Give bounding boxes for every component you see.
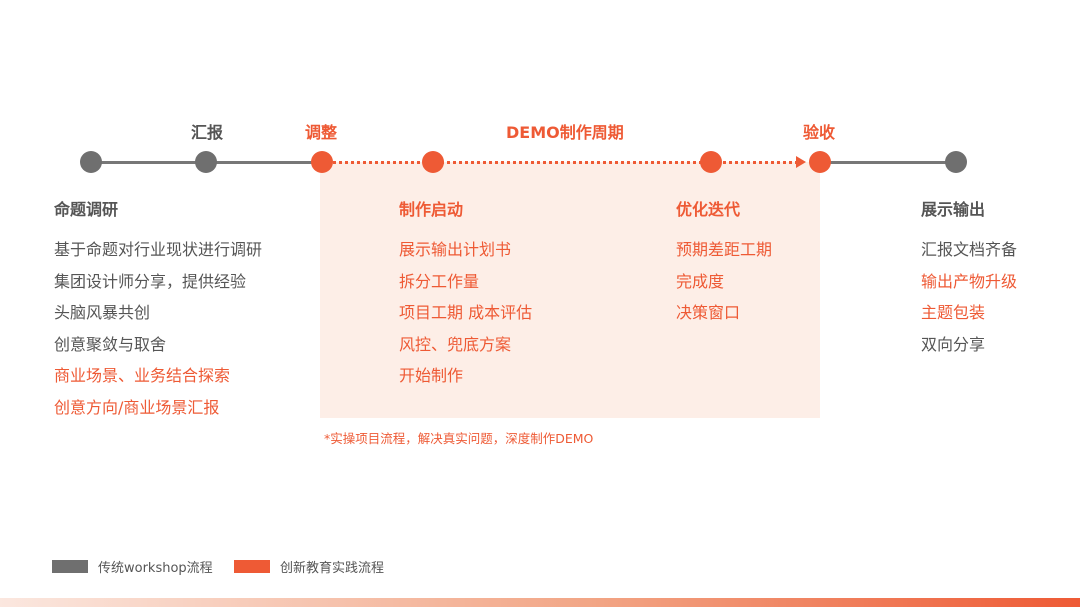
list-item: 展示输出计划书 [399,240,512,259]
list-item: 输出产物升级 [921,271,1018,291]
label-report: 汇报 [191,123,224,142]
legend-swatch-gray [52,560,88,573]
list-item: 基于命题对行业现状进行调研 [54,240,263,259]
bottom-gradient-bar [0,598,1080,607]
column-list: 汇报文档齐备 输出产物升级 主题包装 双向分享 [921,234,1017,360]
list-item: 风控、兜底方案 [399,334,512,354]
list-item: 头脑风暴共创 [54,303,151,322]
list-item: 商业场景、业务结合探索 [54,366,231,385]
demo-cycle-highlight-area [320,162,820,418]
column-title: 优化迭代 [676,200,741,219]
column-production-start: 制作启动 展示输出计划书 拆分工作量 项目工期 成本评估 风控、兜底方案 开始制… [399,196,532,392]
footnote: *实操项目流程，解决真实问题，深度制作DEMO [324,431,594,446]
list-item: 汇报文档齐备 [921,240,1018,259]
list-item: 主题包装 [921,303,986,322]
timeline-node-7 [945,151,967,173]
list-item: 决策窗口 [676,303,741,322]
label-accept: 验收 [803,123,836,142]
timeline-arrow-icon [796,156,806,168]
column-title: 命题调研 [54,200,119,219]
list-item: 拆分工作量 [399,271,480,291]
timeline-node-4 [422,151,444,173]
column-title: 制作启动 [399,200,464,219]
timeline-node-2 [195,151,217,173]
timeline-node-5 [700,151,722,173]
timeline-node-6 [809,151,831,173]
list-item: 预期差距工期 [676,240,773,259]
list-item: 创意聚敛与取舍 [54,334,167,354]
legend-label: 创新教育实践流程 [280,561,385,576]
column-iteration: 优化迭代 预期差距工期 完成度 决策窗口 [676,196,772,329]
list-item: 完成度 [676,271,725,291]
timeline-segment-gray-right [820,161,956,164]
timeline-segment-dashed [322,161,798,164]
list-item: 创意方向/商业场景汇报 [54,397,220,417]
legend-innovative: 创新教育实践流程 [234,557,384,576]
list-item: 集团设计师分享，提供经验 [54,271,247,291]
legend-swatch-orange [234,560,270,573]
label-adjust: 调整 [305,123,338,142]
legend-label: 传统workshop流程 [98,561,213,576]
list-item: 双向分享 [921,334,986,354]
timeline-node-3 [311,151,333,173]
label-demo-cycle: DEMO制作周期 [506,123,624,142]
column-title: 展示输出 [921,200,986,219]
column-research: 命题调研 基于命题对行业现状进行调研 集团设计师分享，提供经验 头脑风暴共创 创… [54,196,262,423]
timeline-node-1 [80,151,102,173]
legend-traditional: 传统workshop流程 [52,557,213,576]
column-output: 展示输出 汇报文档齐备 输出产物升级 主题包装 双向分享 [921,196,1017,360]
list-item: 开始制作 [399,366,464,385]
list-item: 项目工期 成本评估 [399,303,533,322]
column-list: 基于命题对行业现状进行调研 集团设计师分享，提供经验 头脑风暴共创 创意聚敛与取… [54,234,262,423]
column-list: 展示输出计划书 拆分工作量 项目工期 成本评估 风控、兜底方案 开始制作 [399,234,532,392]
column-list: 预期差距工期 完成度 决策窗口 [676,234,772,329]
